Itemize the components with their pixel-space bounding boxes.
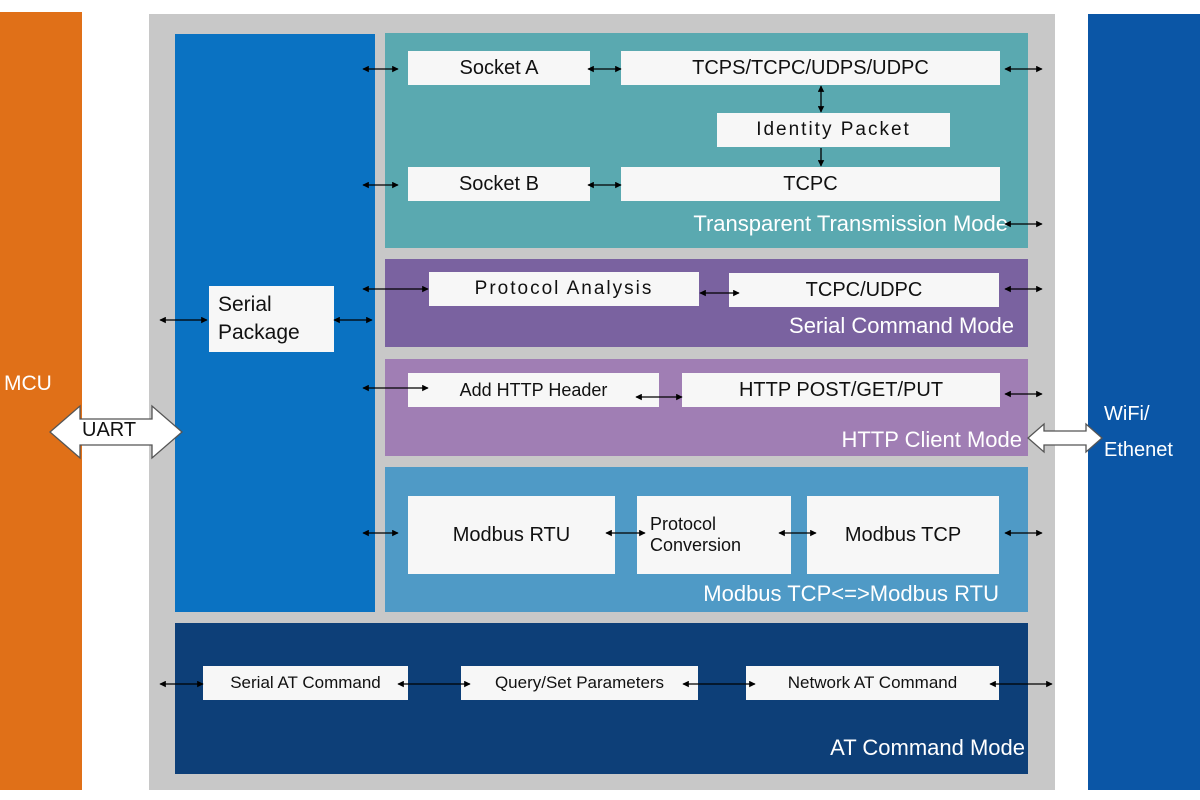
modbus-mode-caption: Modbus TCP<=>Modbus RTU xyxy=(703,581,999,606)
network-block xyxy=(1088,14,1200,790)
protocol-analysis-box: Protocol Analysis xyxy=(429,272,699,306)
protocol-conversion-line1: Protocol xyxy=(650,514,717,535)
uart-label: UART xyxy=(82,419,137,441)
network-at-command-box: Network AT Command xyxy=(746,666,999,700)
network-label-line2: Ethenet xyxy=(1104,439,1173,461)
serial-package-box: Serial Package xyxy=(209,286,334,352)
protocol-conversion-line2: Conversion xyxy=(650,535,742,555)
mcu-block xyxy=(0,12,82,790)
http-methods-box: HTTP POST/GET/PUT xyxy=(682,373,1000,407)
network-label-line1: WiFi/ xyxy=(1104,403,1150,425)
protocols-a-box: TCPS/TCPC/UDPS/UDPC xyxy=(621,51,1000,85)
identity-packet-box: Identity Packet xyxy=(717,113,950,147)
serial-at-command-box: Serial AT Command xyxy=(203,666,408,700)
serial-command-mode-caption: Serial Command Mode xyxy=(789,313,1014,338)
socket-b-box: Socket B xyxy=(408,167,590,201)
transparent-mode-caption: Transparent Transmission Mode xyxy=(693,211,1008,236)
query-set-parameters-box: Query/Set Parameters xyxy=(461,666,698,700)
protocol-b-box: TCPC xyxy=(621,167,1000,201)
protocol-conversion-box: Protocol Conversion xyxy=(637,496,791,574)
uart-arrow xyxy=(49,404,183,460)
at-command-mode-caption: AT Command Mode xyxy=(830,735,1025,760)
add-http-header-box: Add HTTP Header xyxy=(408,373,659,407)
serial-package-line1: Serial xyxy=(218,292,272,316)
serial-command-protocol-box: TCPC/UDPC xyxy=(729,273,999,307)
network-arrow xyxy=(1027,422,1103,454)
http-client-mode-caption: HTTP Client Mode xyxy=(841,427,1022,452)
modbus-tcp-box: Modbus TCP xyxy=(807,496,999,574)
socket-a-box: Socket A xyxy=(408,51,590,85)
mcu-label: MCU xyxy=(4,372,52,395)
serial-package-line2: Package xyxy=(218,321,300,344)
modbus-rtu-box: Modbus RTU xyxy=(408,496,615,574)
